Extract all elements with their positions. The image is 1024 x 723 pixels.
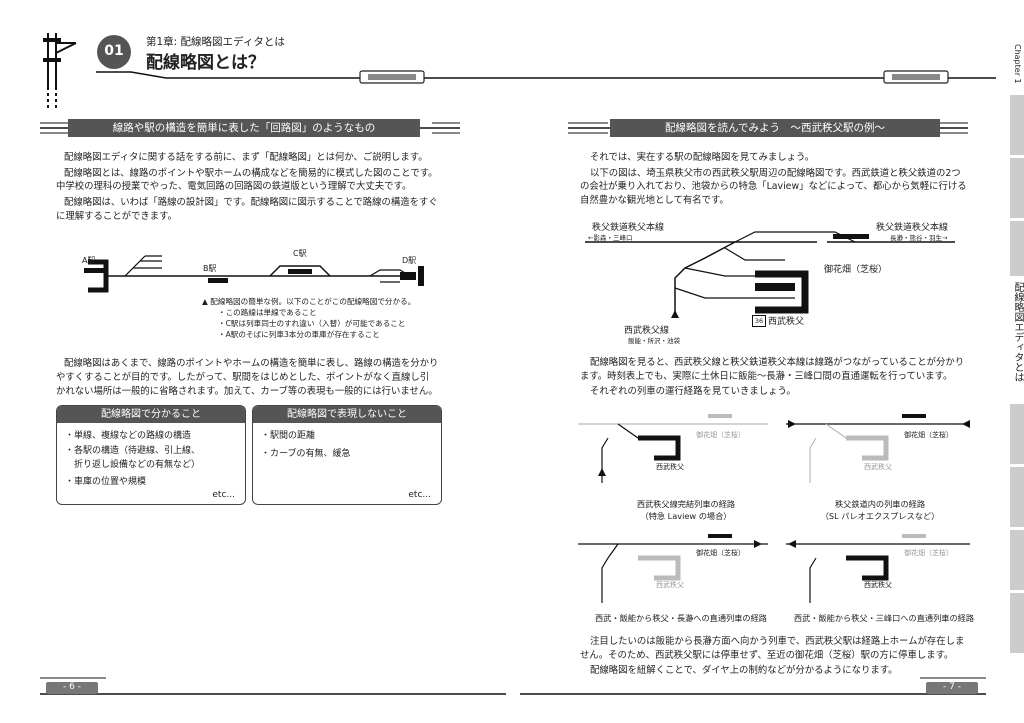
paragraph: 中学校の理科の授業でやった、電気回路の回路図の鉄道版という理解で大丈夫です。 xyxy=(56,181,412,192)
page-number: - 7 - xyxy=(943,682,961,692)
chapter-tab[interactable]: Chapter 1 xyxy=(1010,40,1024,92)
paragraph: それでは、実在する駅の配線略図を見てみましょう。 xyxy=(590,152,815,163)
map-line-right: 秩父鉄道秩父本線 xyxy=(876,223,949,233)
chapter-tab-strip xyxy=(1010,95,1024,155)
route-caption-line: （SL パレオエクスプレスなど） xyxy=(820,511,940,521)
mini-station-label: 西武秩父 xyxy=(656,581,684,589)
station-d-label: D駅 xyxy=(402,256,417,265)
box-item: ・駅間の距離 xyxy=(261,431,316,441)
route-caption-line: 西武・飯能から秩父・三峰口への直通列車の経路 xyxy=(793,613,975,623)
box-etc: etc... xyxy=(408,490,431,500)
chapter-label: 第1章: 配線略図エディタとは xyxy=(146,36,285,48)
route-caption-line: 西武・飯能から秩父・長瀞への直通列車の経路 xyxy=(595,613,767,623)
info-box-can-understand: 配線略図で分かること ・単線、複線などの路線の構造 ・各駅の構造（待避線、引上線… xyxy=(56,405,246,505)
chapter-tab-strip xyxy=(1010,221,1024,276)
mini-station-label: 御花畑（芝桜） xyxy=(696,549,745,557)
section-title: 配線略図を読んでみよう ～西武秩父駅の例～ xyxy=(610,119,940,137)
paragraph: せん。そのため、西武秩父駅には停車せず、至近の御花畑（芝桜）駅の方に停車します。 xyxy=(580,650,954,661)
section-header: 線路や駅の構造を簡単に表した「回路図」のようなもの xyxy=(68,118,420,138)
map-seibu-direction: 飯能・所沢・池袋 xyxy=(628,337,680,345)
mini-station-label: 西武秩父 xyxy=(656,463,684,471)
box-etc: etc... xyxy=(212,490,235,500)
station-c-label: C駅 xyxy=(293,249,307,258)
map-seibu-chichibu: 西武秩父 xyxy=(768,317,805,327)
station-code-badge: 36 xyxy=(752,315,766,327)
route-caption: 秩父鉄道内の列車の経路 （SL パレオエクスプレスなど） xyxy=(790,498,970,522)
mini-station-label: 御花畑（芝桜） xyxy=(696,431,745,439)
box-item: ・カーブの有無、緩急 xyxy=(261,449,351,459)
seibu-chichibu-wiring-map xyxy=(585,231,955,318)
page-title: 配線略図とは？ xyxy=(146,53,265,73)
info-box-not-represented: 配線略図で表現しないこと ・駅間の距離 ・カーブの有無、緩急 etc... xyxy=(252,405,442,505)
paragraph: の会社が乗り入れており、池袋からの特急「Laview」などによって、都心から気軽… xyxy=(580,181,967,192)
mini-map-4 xyxy=(786,534,970,603)
paragraph: ます。時刻表上でも、実際に土休日に飯能～長瀞・三峰口間の直通運転を行っています。 xyxy=(580,371,953,382)
paragraph: 配線略図は、いわば「路線の設計図」です。配線略図に図示することで路線の構造をすぐ xyxy=(64,197,438,208)
chapter-tab-label: Chapter 1 xyxy=(1013,44,1022,84)
station-a-label: A駅 xyxy=(82,256,96,265)
mini-station-label: 御花畑（芝桜） xyxy=(904,431,953,439)
station-b-label: B駅 xyxy=(203,264,217,273)
mini-map-3 xyxy=(578,534,768,603)
section-title: 線路や駅の構造を簡単に表した「回路図」のようなもの xyxy=(68,119,420,137)
paragraph: 以下の図は、埼玉県秩父市の西武秩父駅周辺の配線略図です。西武鉄道と秩父鉄道の2つ xyxy=(590,168,961,179)
footer-rail-right xyxy=(520,677,986,695)
route-mini-maps xyxy=(578,414,970,603)
paragraph: やすくすることが目的です。したがって、駅間をはじめとした、ポイントがなく直線し引 xyxy=(56,372,430,383)
chapter-number: 01 xyxy=(104,43,124,59)
section-header: 配線略図を読んでみよう ～西武秩父駅の例～ xyxy=(610,118,940,138)
paragraph: かれない場所は一般的に省略されます。加えて、カーブ等の表現も一般的には行いません… xyxy=(56,386,438,397)
paragraph: 配線略図はあくまで、線路のポイントやホームの構造を簡単に表し、路線の構造を分かり xyxy=(64,358,439,369)
map-ohanabatake: 御花畑（芝桜） xyxy=(824,265,888,275)
box-item: ・車庫の位置や規模 xyxy=(65,477,147,487)
box-title: 配線略図で表現しないこと xyxy=(253,406,441,423)
chapter-tab-strip xyxy=(1010,593,1024,653)
paragraph: 自然豊かな観光地として有名です。 xyxy=(580,195,729,206)
route-caption-line: 秩父鉄道内の列車の経路 xyxy=(834,499,926,509)
box-title: 配線略図で分かること xyxy=(57,406,245,423)
paragraph: 配線略図とは、線路のポイントや駅ホームの構成などを簡易的に模式した図のことです。 xyxy=(64,168,438,179)
paragraph: それぞれの列車の運行経路を見ていきましょう。 xyxy=(590,386,796,397)
chapter-tab-strip xyxy=(1010,530,1024,590)
rail-signal-icon xyxy=(43,33,77,108)
mini-station-label: 御花畑（芝桜） xyxy=(904,549,953,557)
mini-station-label: 西武秩父 xyxy=(864,463,892,471)
map-seibu-line: 西武秩父線 xyxy=(624,326,670,336)
example-wiring-diagram xyxy=(84,255,424,293)
box-item: 折り返し設備などの有無など） xyxy=(65,460,201,470)
map-direction-left: ←影森・三峰口 xyxy=(588,234,633,242)
paragraph: 配線略図を見ると、西武秩父線と秩父鉄道秩父本線は線路がつながっていることが分かり xyxy=(590,357,965,368)
chapter-tab-strip xyxy=(1010,404,1024,464)
caption-line: ・A駅のそばに列車3本分の車庫が存在すること xyxy=(218,330,380,339)
route-caption-line: （特急 Laview の場合） xyxy=(640,511,732,521)
caption-line: ・C駅は列車同士のすれ違い（入替）が可能であること xyxy=(218,319,406,328)
mini-map-2 xyxy=(786,414,970,483)
route-caption: 西武・飯能から秩父・長瀞への直通列車の経路 xyxy=(576,612,786,624)
chapter-tab-strip xyxy=(1010,158,1024,218)
mini-station-label: 西武秩父 xyxy=(864,581,892,589)
footer-rail-left xyxy=(40,677,506,695)
map-direction-right: 長瀞・熊谷・羽生→ xyxy=(890,234,948,242)
box-item: ・各駅の構造（待避線、引上線、 xyxy=(65,446,201,456)
paragraph: 配線略図を紐解くことで、ダイヤ上の制約などが分かるようになります。 xyxy=(590,665,898,676)
paragraph: 注目したいのは飯能から長瀞方面へ向かう列車で、西武秩父駅は経路上ホームが存在しま xyxy=(590,636,965,647)
paragraph: 配線略図エディタに関する話をする前に、まず「配線略図」とは何か、ご説明します。 xyxy=(64,152,428,163)
route-caption: 西武秩父線完結列車の経路 （特急 Laview の場合） xyxy=(596,498,776,522)
map-line-left: 秩父鉄道秩父本線 xyxy=(592,223,665,233)
route-caption: 西武・飯能から秩父・三峰口への直通列車の経路 xyxy=(784,612,984,624)
diagram-caption: ▲ 配線略図の簡単な例。以下のことがこの配線略図で分かる。 ・この路線は単線であ… xyxy=(202,296,415,340)
header-rail-decoration xyxy=(43,33,996,108)
caption-line: ・この路線は単線であること xyxy=(218,308,317,317)
chapter-tab-strip xyxy=(1010,467,1024,527)
route-caption-line: 西武秩父線完結列車の経路 xyxy=(636,499,736,509)
paragraph: に理解することができます。 xyxy=(56,211,177,222)
box-item: ・単線、複線などの路線の構造 xyxy=(65,431,192,441)
mini-map-1 xyxy=(578,414,768,483)
vertical-title-tab: 配線略図エディタとは xyxy=(1010,280,1024,400)
vertical-title: 配線略図エディタとは xyxy=(1012,282,1023,382)
caption-line: ▲ 配線略図の簡単な例。以下のことがこの配線略図で分かる。 xyxy=(202,297,416,306)
page-number: - 6 - xyxy=(63,682,81,692)
